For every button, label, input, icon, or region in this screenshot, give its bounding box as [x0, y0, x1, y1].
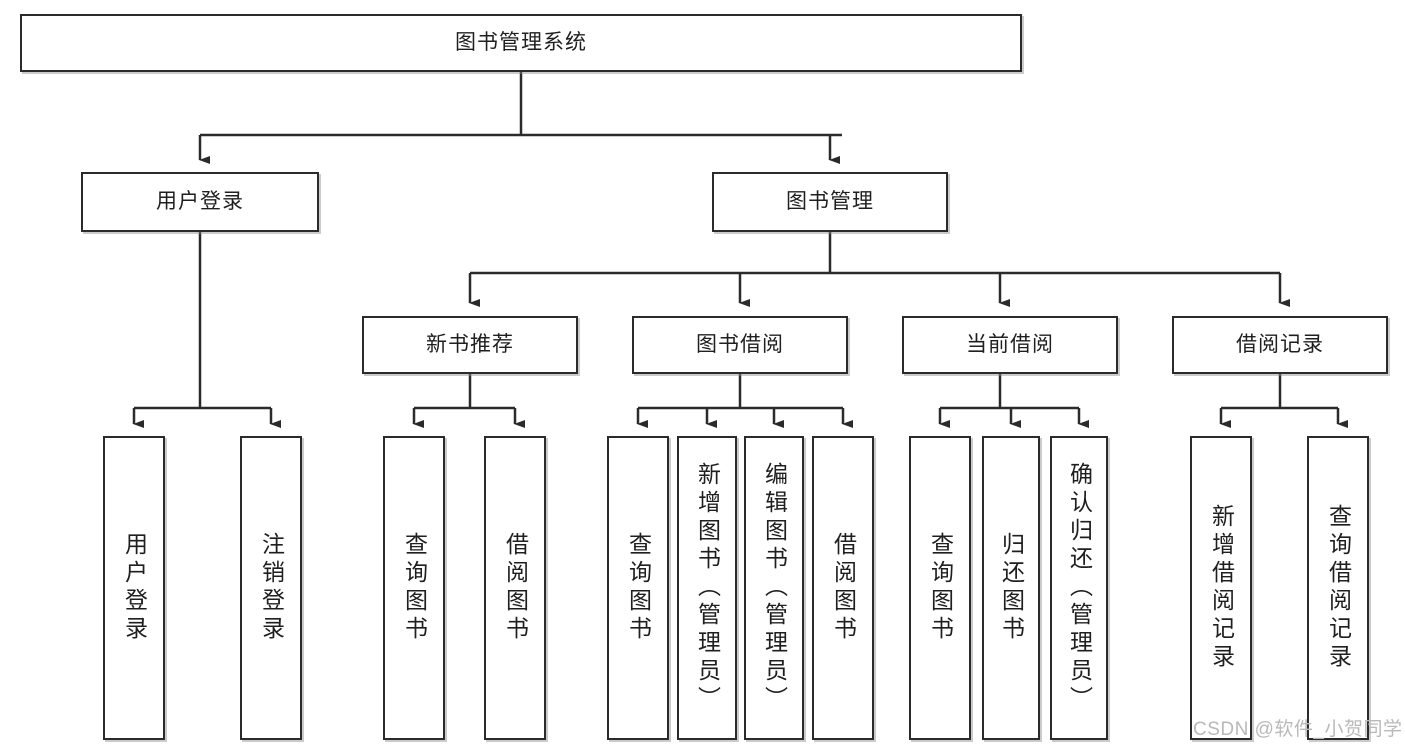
root-to-level2-connectors	[198, 72, 842, 164]
node-book-borrow[interactable]: 图书借阅	[632, 316, 848, 374]
node-label: 借阅记录	[1236, 333, 1324, 357]
leaf-borrow-book-recommend[interactable]: 借阅图书	[484, 436, 546, 740]
leaf-query-book-recommend[interactable]: 查询图书	[383, 436, 445, 740]
leaf-borrow-book[interactable]: 借阅图书	[812, 436, 874, 740]
node-new-book-recommend[interactable]: 新书推荐	[362, 316, 578, 374]
node-label: 图书管理	[786, 190, 874, 214]
borrowrecord-to-leaves-connectors	[1219, 374, 1348, 428]
newbookrec-to-leaves-connectors	[412, 374, 525, 428]
node-label: 查询图书	[927, 532, 954, 644]
node-label: 用户登录	[121, 532, 148, 644]
csdn-watermark: CSDN @软件_小贺同学	[1193, 719, 1403, 740]
node-label: 借阅图书	[502, 532, 529, 644]
node-label: 归还图书	[998, 532, 1025, 644]
node-label: 查询借阅记录	[1325, 504, 1352, 672]
node-user-login[interactable]: 用户登录	[81, 172, 319, 232]
node-label: 查询图书	[401, 532, 428, 644]
node-label: 用户登录	[156, 190, 244, 214]
node-label: 查询图书	[625, 532, 652, 644]
node-label: 新书推荐	[426, 333, 514, 357]
node-borrow-record[interactable]: 借阅记录	[1172, 316, 1388, 374]
node-label: 确认归还（管理员）	[1066, 462, 1093, 714]
leaf-add-book-admin[interactable]: 新增图书（管理员）	[677, 436, 737, 740]
bookmanage-to-level3-connectors	[468, 232, 1290, 307]
node-label: 图书管理系统	[455, 31, 587, 55]
node-book-manage[interactable]: 图书管理	[712, 172, 948, 232]
leaf-return-book[interactable]: 归还图书	[982, 436, 1040, 740]
node-label: 新增图书（管理员）	[694, 462, 721, 714]
leaf-query-book-current[interactable]: 查询图书	[909, 436, 971, 740]
leaf-query-book-borrow[interactable]: 查询图书	[607, 436, 669, 740]
node-root-system[interactable]: 图书管理系统	[20, 14, 1022, 72]
node-label: 当前借阅	[966, 333, 1054, 357]
currentborrow-to-leaves-connectors	[938, 374, 1089, 428]
node-current-borrow[interactable]: 当前借阅	[902, 316, 1118, 374]
leaf-query-borrow-record[interactable]: 查询借阅记录	[1307, 436, 1369, 740]
leaf-confirm-return-admin[interactable]: 确认归还（管理员）	[1050, 436, 1108, 740]
bookborrow-to-leaves-connectors	[636, 374, 853, 428]
userlogin-to-leaves-connectors	[132, 232, 281, 428]
leaf-user-logout[interactable]: 注销登录	[240, 436, 302, 740]
leaf-add-borrow-record[interactable]: 新增借阅记录	[1190, 436, 1252, 740]
node-label: 注销登录	[258, 532, 285, 644]
node-label: 编辑图书（管理员）	[761, 462, 788, 714]
leaf-edit-book-admin[interactable]: 编辑图书（管理员）	[744, 436, 804, 740]
node-label: 借阅图书	[830, 532, 857, 644]
node-label: 图书借阅	[696, 333, 784, 357]
node-label: 新增借阅记录	[1208, 504, 1235, 672]
leaf-user-login[interactable]: 用户登录	[103, 436, 165, 740]
